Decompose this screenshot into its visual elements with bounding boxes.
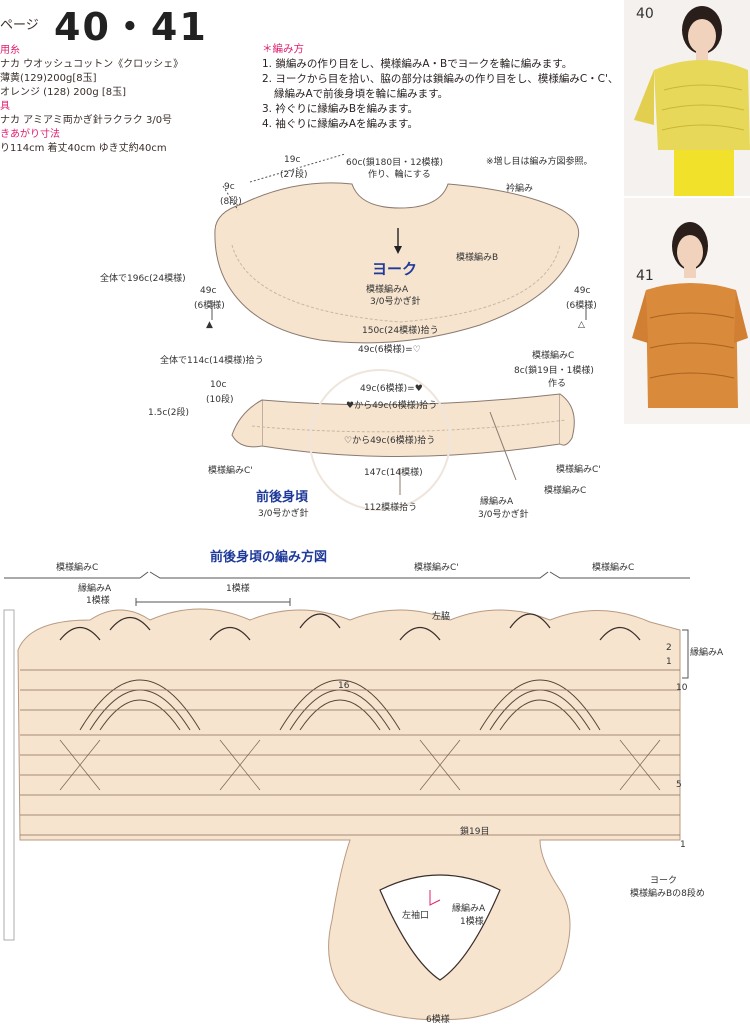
pattern-c-prime-label: 模様編みC' — [208, 466, 253, 476]
yoke-hook: 3/0号かぎ針 — [370, 297, 421, 307]
body-title: 前後身頃 — [256, 490, 309, 505]
left-rows: 9c — [224, 182, 235, 192]
note-increase: ※増し目は編み方図参照。 — [486, 157, 593, 167]
right-c-prime: 模様編みC' — [556, 465, 601, 475]
body-hook: 3/0号かぎ針 — [258, 509, 309, 519]
chart-top-mid: 模様編みC' — [414, 563, 459, 573]
pattern-c-label: 模様編みC — [532, 351, 575, 361]
row-5: 5 — [676, 780, 682, 790]
right-8c: 8c(鎖19目・1模様) — [514, 366, 594, 376]
yoke-top-note: 作り、輪にする — [368, 170, 431, 180]
sleeve-edge-a: 縁編みA — [452, 904, 486, 914]
left-width-rows: (27段) — [280, 170, 308, 180]
chart-top-left: 模様編みC — [56, 563, 99, 573]
chart-title: 前後身頃の編み方図 — [210, 550, 328, 565]
step-4: 4. 袖ぐりに縁編みAを編みます。 — [262, 118, 418, 130]
row-pick-heart: ♥から49c(6模様)拾う — [346, 401, 438, 411]
row-2: 2 — [666, 643, 672, 653]
photo-model-41: 41 — [624, 198, 750, 424]
left-width: 19c — [284, 155, 301, 165]
sleeve-opening — [379, 874, 501, 981]
right-mark: △ — [578, 320, 585, 330]
chart-edge-a: 縁編みA — [78, 584, 112, 594]
yoke-shape — [214, 182, 580, 344]
stitch-chart — [3, 571, 690, 1021]
row-label-16: 16 — [338, 681, 350, 691]
step-1: 1. 鎖編みの作り目をし、模様編みA・Bでヨークを輪に編みます。 — [262, 58, 573, 70]
instructions-heading: ＊編み方 — [262, 43, 304, 55]
page-numbers: 40・41 — [54, 5, 208, 49]
step-3: 3. 衿ぐりに縁編みBを編みます。 — [262, 103, 419, 115]
materials-block: 用糸 ナカ ウオッシュコットン《クロッシェ》 薄黄(129)200g[8玉] オ… — [0, 44, 250, 156]
center-49: 49c(6模様)=♡ — [358, 345, 421, 355]
left-mark: ▲ — [206, 320, 213, 330]
schematic-shapes — [211, 153, 587, 511]
body-edge-a: 縁編みA — [480, 497, 514, 507]
yoke-pattern-a: 模様編みA — [366, 285, 409, 295]
instructions-block: ＊編み方 1. 鎖編みの作り目をし、模様編みA・Bでヨークを輪に編みます。 2.… — [262, 42, 622, 132]
neck-edging-label: 衿編み — [506, 184, 534, 194]
photo-model-40: 40 — [624, 0, 750, 196]
row-49-heart: 49c(6模様)=♥ — [360, 384, 423, 394]
photo-41-number: 41 — [636, 268, 654, 284]
yoke-title: ヨーク — [372, 260, 418, 278]
body-edge-hook: 3/0号かぎ針 — [478, 510, 529, 520]
yarn-heading: 用糸 — [0, 45, 20, 56]
left-10r: (10段) — [206, 395, 234, 405]
bottom-count: 6模様 — [426, 1015, 450, 1025]
total-114: 全体で114c(14模様)拾う — [160, 356, 264, 366]
photo-41-illustration — [624, 198, 750, 424]
yarn-color-2: オレンジ (128) 200g [8玉] — [0, 87, 127, 98]
right-make: 作る — [548, 379, 567, 389]
right-c-label: 模様編みC — [544, 486, 587, 496]
row-pick-white-heart: ♡から49c(6模様)拾う — [344, 436, 436, 446]
neck-hole — [351, 183, 449, 209]
chart-fabric — [17, 608, 681, 1021]
left-49-patterns: (6模様) — [194, 301, 225, 311]
yoke-note-2: 模様編みBの8段め — [630, 889, 705, 899]
size-value: り114cm 着丈40cm ゆき丈約40cm — [0, 143, 167, 154]
tools-heading: 具 — [0, 101, 10, 112]
photo-40-number: 40 — [636, 6, 654, 22]
sleeve-one-pattern: 1模様 — [460, 917, 484, 927]
page-prefix: ページ — [0, 18, 39, 33]
chart-top-right: 模様編みC — [592, 563, 635, 573]
yarn-brand: ナカ ウオッシュコットン《クロッシェ》 — [0, 59, 184, 70]
step-2b: 縁編みAで前後身頃を輪に編みます。 — [274, 88, 449, 100]
tools-value: ナカ アミアミ両かぎ針ラクラク 3/0号 — [0, 115, 173, 126]
chain-19: 鎖19目 — [460, 827, 490, 837]
left-10c: 10c — [210, 380, 227, 390]
photo-40-illustration — [624, 0, 750, 196]
yoke-note: ヨーク — [650, 876, 678, 886]
pick-112: 112模様拾う — [364, 503, 418, 513]
left-15: 1.5c(2段) — [148, 408, 190, 418]
pick-150: 150c(24模様)拾う — [362, 326, 439, 336]
chart-right-edge: 縁編みA — [690, 648, 724, 658]
row-1: 1 — [666, 657, 672, 667]
right-49-patterns: (6模様) — [566, 301, 597, 311]
step-2: 2. ヨークから目を拾い、脇の部分は鎖編みの作り目をし、模様編みC・C'、 — [262, 73, 619, 85]
left-49: 49c — [200, 286, 217, 296]
right-49: 49c — [574, 286, 591, 296]
row-10: 10 — [676, 683, 688, 693]
yarn-color-1: 薄黄(129)200g[8玉] — [0, 73, 97, 84]
sleeve-label: 左袖口 — [402, 911, 430, 921]
row-147: 147c(14模様) — [364, 468, 423, 478]
size-heading: きあがり寸法 — [0, 129, 60, 140]
yoke-top-count: 60c(鎖180目・12模様) — [346, 158, 444, 168]
chart-one-pattern-2: 1模様 — [226, 584, 250, 594]
pattern-b-label: 模様編みB — [456, 253, 499, 263]
chart-left-side: 左脇 — [432, 612, 451, 622]
row-1b: 1 — [680, 840, 686, 850]
chart-one-pattern: 1模様 — [86, 596, 110, 606]
total-196: 全体で196c(24模様) — [100, 274, 186, 284]
left-rows-2: (8段) — [220, 197, 242, 207]
